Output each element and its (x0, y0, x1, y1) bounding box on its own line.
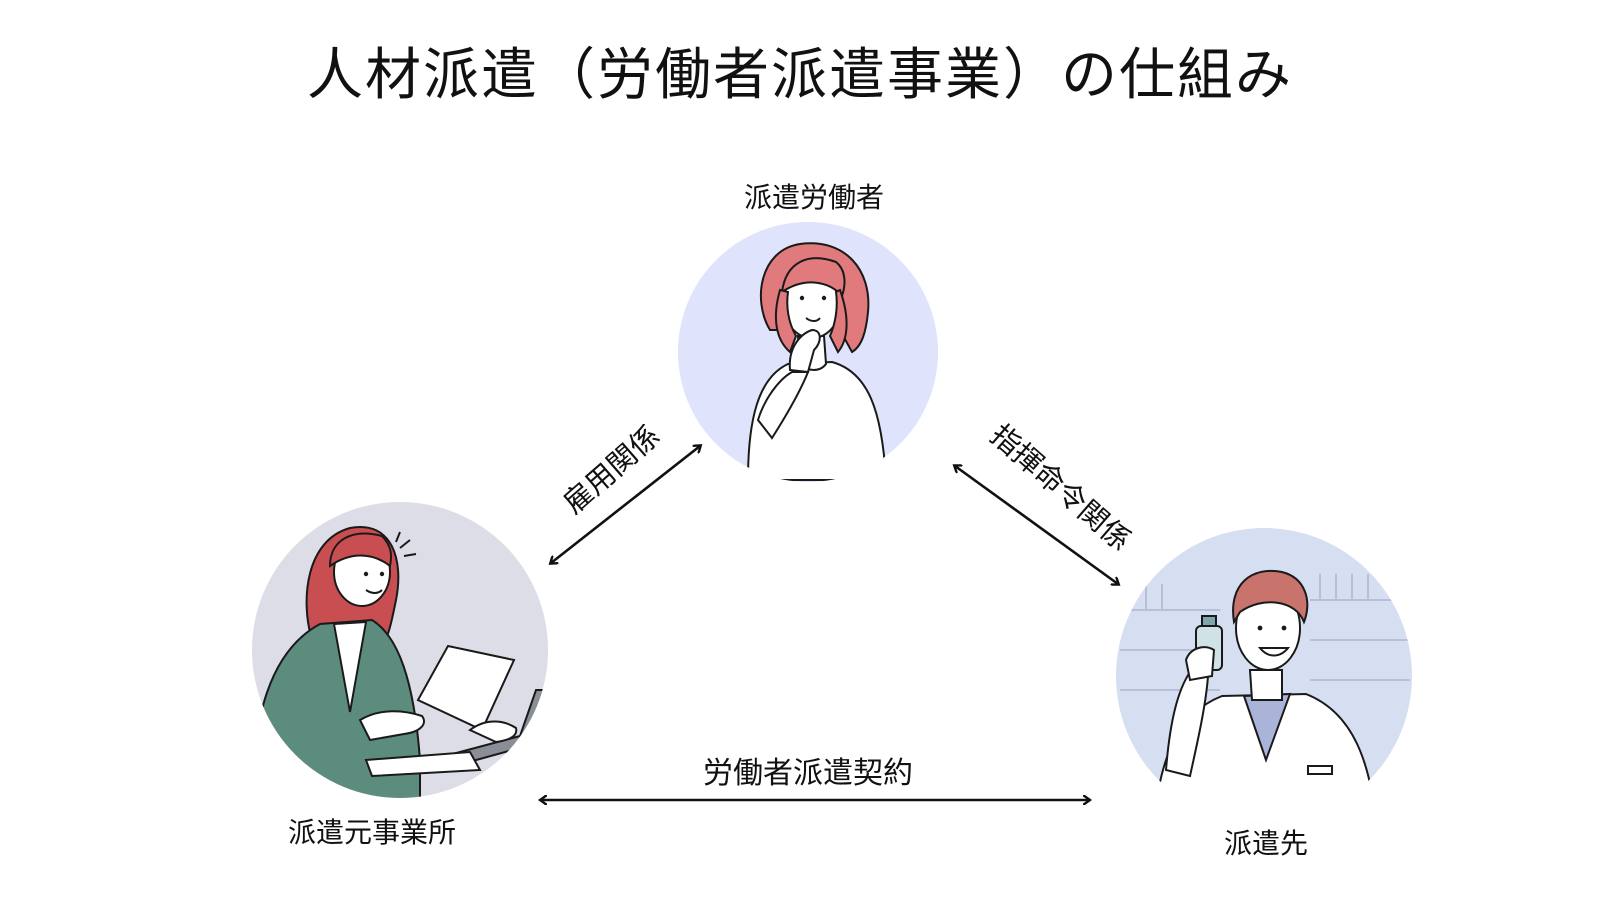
worker-node (678, 222, 938, 482)
agency-illustration (252, 525, 548, 798)
agency-node (252, 502, 548, 798)
client-illustration (1120, 569, 1410, 824)
agency-label: 派遣元事業所 (288, 816, 457, 849)
contract-relation-label: 労働者派遣契約 (703, 756, 913, 791)
client-node (1116, 528, 1412, 824)
worker-label: 派遣労働者 (744, 181, 885, 214)
employment-arrow (551, 446, 700, 563)
worker-illustration (746, 242, 888, 481)
page-title: 人材派遣（労働者派遣事業）の仕組み (307, 43, 1293, 108)
command-arrow (955, 466, 1118, 584)
client-label: 派遣先 (1224, 827, 1309, 860)
